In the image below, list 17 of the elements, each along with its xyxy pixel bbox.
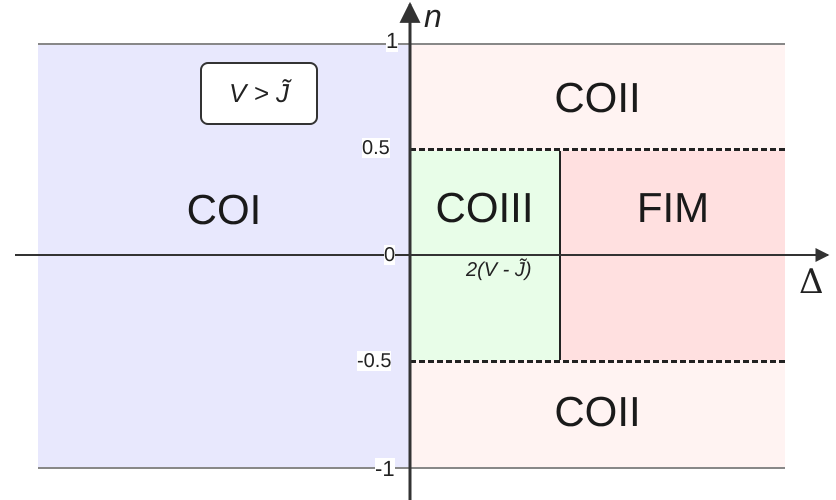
tick-label: -0.5: [357, 351, 392, 371]
phase-label: FIM: [636, 187, 710, 229]
condition-box: [200, 62, 318, 125]
tick-label: 1: [386, 30, 398, 52]
tick-label: 0: [384, 245, 396, 265]
phase-label: COII: [554, 391, 641, 433]
phase-label: COIII: [435, 187, 534, 229]
phase-label: COI: [186, 189, 262, 231]
axis-label: Δ: [799, 265, 824, 299]
phase-region: [561, 151, 785, 360]
tick-label: 0.5: [362, 138, 390, 158]
boundary-label: 2(V - J̃): [466, 260, 532, 280]
phase-label: COII: [554, 77, 641, 119]
phase-region: [410, 151, 561, 360]
axis-label: n: [424, 0, 442, 32]
phase-region: [410, 360, 785, 469]
phase-region: [410, 43, 785, 151]
